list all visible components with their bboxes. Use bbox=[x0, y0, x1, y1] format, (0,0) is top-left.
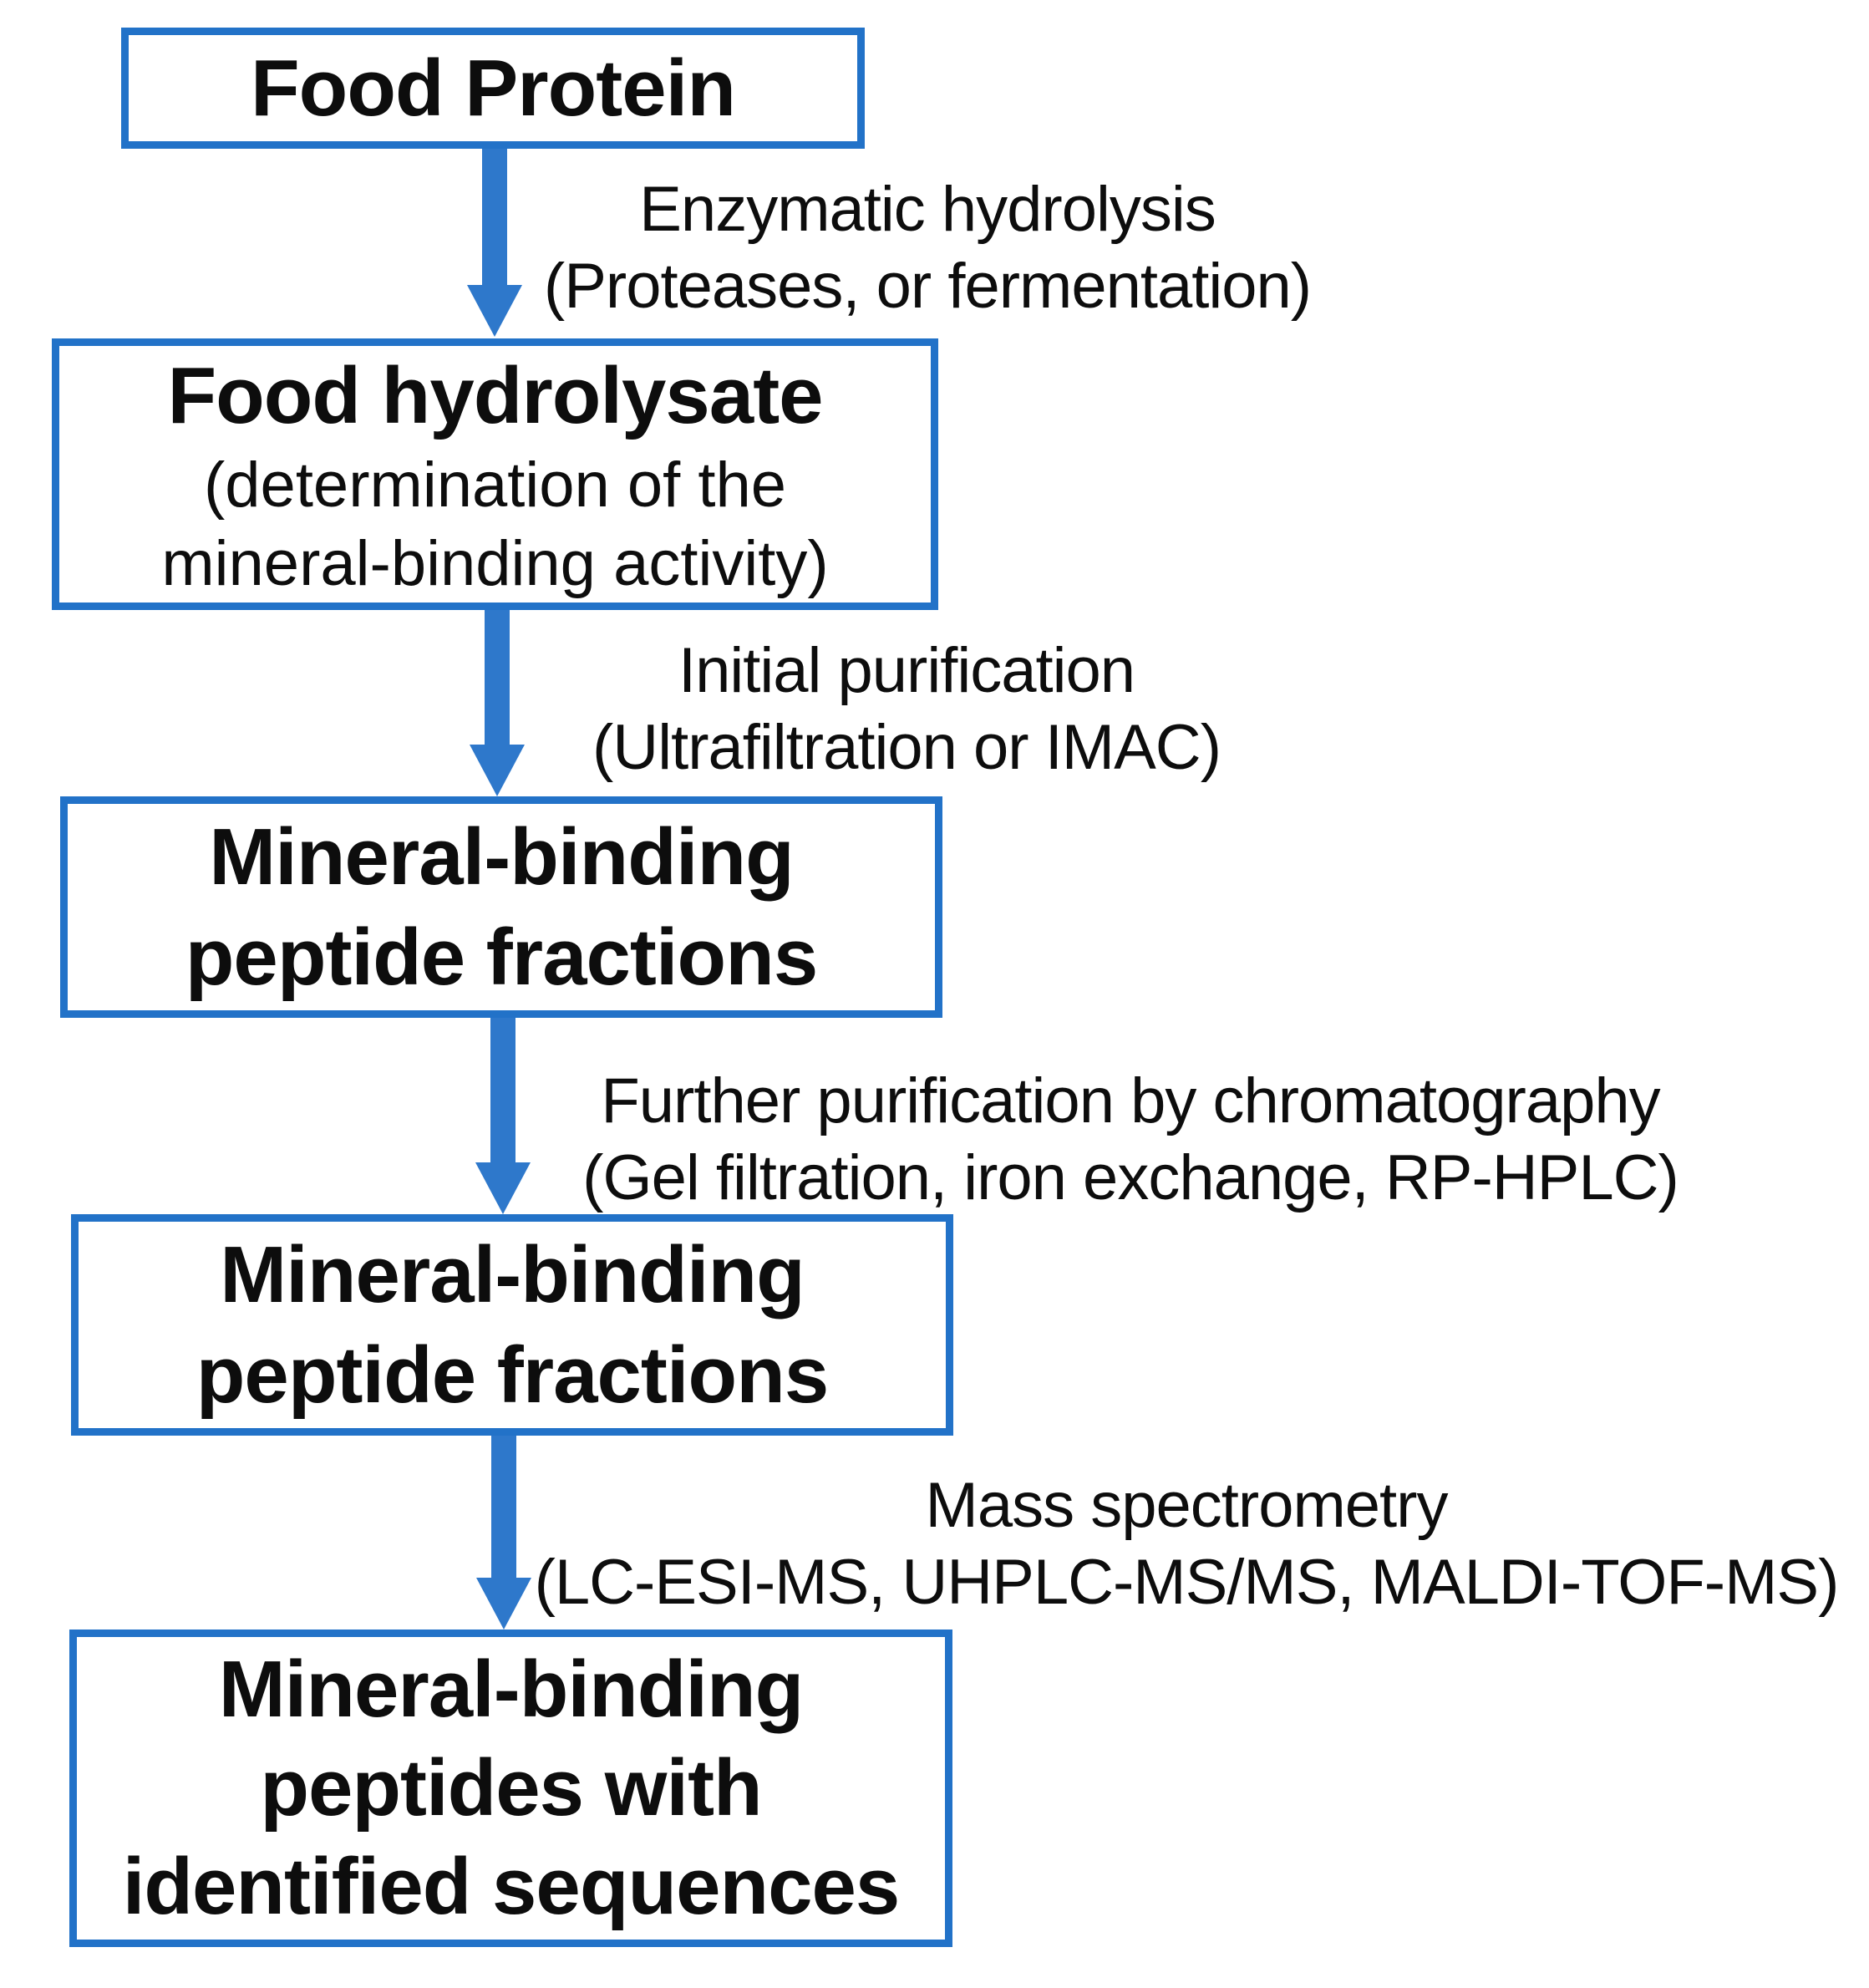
arrow-shaft bbox=[482, 149, 507, 287]
arrow-label-line: (LC-ESI-MS, UHPLC-MS/MS, MALDI-TOF-MS) bbox=[534, 1547, 1840, 1618]
box-title-line: peptides with bbox=[260, 1743, 762, 1833]
box-title-line: Food Protein bbox=[251, 43, 736, 133]
arrow-shaft bbox=[491, 1436, 516, 1579]
box-subtitle-line: (determination of the bbox=[203, 449, 787, 521]
arrow-label-line: Further purification by chromatography bbox=[601, 1065, 1660, 1136]
arrow-label-further-purification: Further purification by chromatography (… bbox=[582, 1063, 1679, 1217]
down-arrow-icon bbox=[467, 149, 522, 337]
arrow-label-line: Mass spectrometry bbox=[925, 1470, 1449, 1541]
box-food-hydrolysate: Food hydrolysate (determination of the m… bbox=[52, 338, 938, 610]
box-subtitle-line: mineral-binding activity) bbox=[161, 527, 829, 599]
down-arrow-icon bbox=[476, 1436, 531, 1630]
arrow-label-line: (Proteases, or fermentation) bbox=[543, 251, 1312, 322]
box-title-line: Food hydrolysate bbox=[167, 350, 823, 440]
arrow-label-line: Enzymatic hydrolysis bbox=[639, 174, 1216, 245]
down-arrow-icon bbox=[475, 1018, 531, 1214]
arrow-shaft bbox=[490, 1018, 515, 1164]
arrow-head-icon bbox=[475, 1162, 531, 1214]
arrow-label-enzymatic-hydrolysis: Enzymatic hydrolysis (Proteases, or ferm… bbox=[543, 171, 1312, 325]
arrow-head-icon bbox=[476, 1578, 531, 1630]
arrow-head-icon bbox=[467, 285, 522, 337]
box-mineral-binding-peptide-fractions-2: Mineral-binding peptide fractions bbox=[71, 1214, 953, 1436]
arrow-shaft bbox=[485, 610, 510, 746]
box-title-line: Mineral-binding bbox=[209, 811, 795, 902]
box-title-line: Mineral-binding bbox=[220, 1229, 805, 1319]
arrow-label-line: (Ultrafiltration or IMAC) bbox=[592, 712, 1221, 783]
box-title-line: peptide fractions bbox=[185, 912, 818, 1002]
box-title-line: peptide fractions bbox=[196, 1330, 829, 1420]
arrow-label-line: (Gel filtration, iron exchange, RP-HPLC) bbox=[582, 1142, 1679, 1213]
arrow-label-line: Initial purification bbox=[678, 635, 1135, 706]
arrow-label-initial-purification: Initial purification (Ultrafiltration or… bbox=[592, 633, 1221, 786]
arrow-label-mass-spectrometry: Mass spectrometry (LC-ESI-MS, UHPLC-MS/M… bbox=[534, 1467, 1840, 1621]
arrow-head-icon bbox=[470, 745, 525, 796]
box-identified-peptides: Mineral-binding peptides with identified… bbox=[69, 1630, 952, 1947]
box-food-protein: Food Protein bbox=[121, 28, 865, 149]
box-title-line: Mineral-binding bbox=[218, 1645, 805, 1734]
box-title-line: identified sequences bbox=[122, 1842, 901, 1931]
down-arrow-icon bbox=[470, 610, 525, 796]
box-mineral-binding-peptide-fractions-1: Mineral-binding peptide fractions bbox=[60, 796, 942, 1018]
